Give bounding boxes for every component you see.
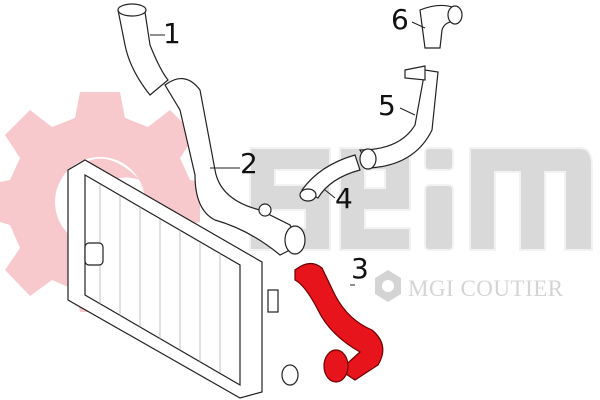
callout-5: 5 [378,89,396,122]
watermark-subtitle: MGI COUTIER [408,276,564,301]
hose-part-6 [419,4,463,49]
callout-4: 4 [335,182,353,215]
leader-lines [150,21,426,286]
hose-part-2 [164,78,306,256]
intercooler [67,159,299,399]
callout-3: 3 [351,252,369,285]
hose-part-5 [358,65,439,170]
callout-6: 6 [391,3,409,36]
watermark-mgi-icon [375,270,401,302]
callout-2: 2 [240,147,258,180]
hose-part-3-highlighted [294,262,384,383]
hose-part-1 [117,3,169,96]
hose-part-4 [299,154,361,202]
callout-1: 1 [163,17,181,50]
